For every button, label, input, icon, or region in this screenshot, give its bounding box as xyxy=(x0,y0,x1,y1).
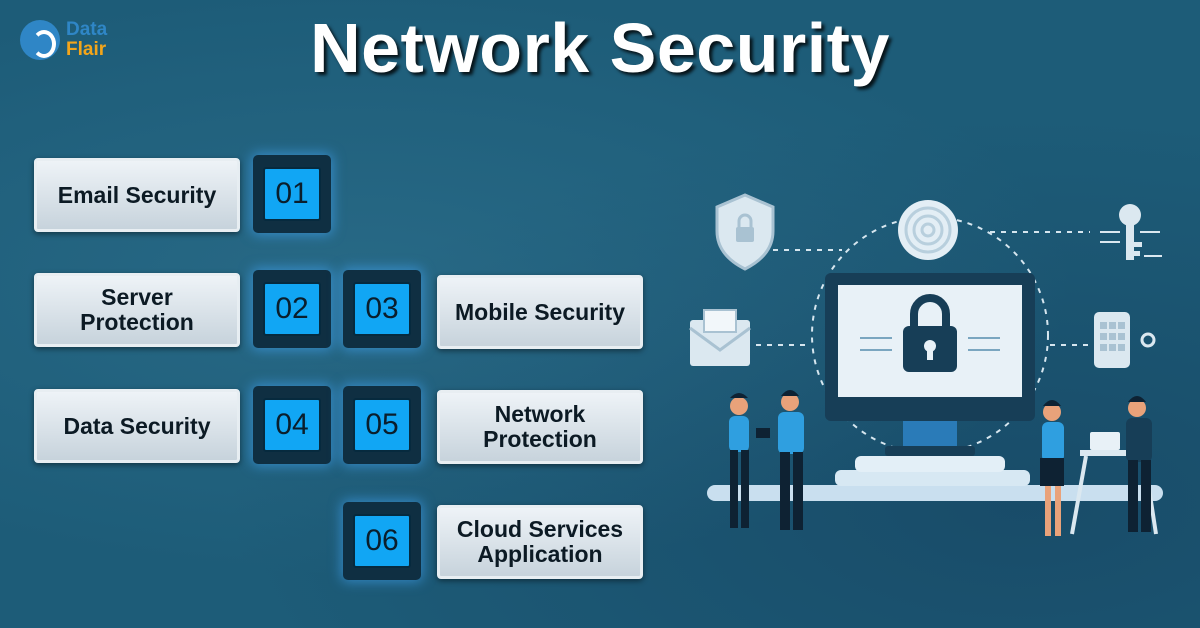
page-title: Network Security xyxy=(310,9,890,87)
number-badge-06: 06 xyxy=(343,502,421,580)
shield-icon xyxy=(715,193,775,271)
logo-text-line2: Flair xyxy=(66,39,107,60)
number-text-06: 06 xyxy=(353,514,411,568)
network-security-illustration xyxy=(689,193,1163,536)
person-woman-left xyxy=(729,393,770,528)
fingerprint-icon xyxy=(898,200,958,260)
platform-step xyxy=(835,470,1030,486)
label-server-protection: Server Protection xyxy=(34,273,240,347)
person-man-right xyxy=(1126,396,1152,532)
email-icon xyxy=(689,309,751,366)
phone-keypad-icon xyxy=(1094,312,1156,368)
platform-base xyxy=(707,485,1163,501)
label-mobile-security: Mobile Security xyxy=(437,275,643,349)
platform-top xyxy=(855,456,1005,472)
number-badge-01: 01 xyxy=(253,155,331,233)
number-text-03: 03 xyxy=(353,282,411,336)
key-icon xyxy=(1100,204,1162,260)
padlock-icon xyxy=(860,294,1000,372)
logo-mark-icon xyxy=(20,20,60,60)
number-text-04: 04 xyxy=(263,398,321,452)
number-badge-02: 02 xyxy=(253,270,331,348)
logo-text-line1: Data xyxy=(66,19,108,40)
number-badge-04: 04 xyxy=(253,386,331,464)
number-text-05: 05 xyxy=(353,398,411,452)
number-text-01: 01 xyxy=(263,167,321,221)
label-data-security: Data Security xyxy=(34,389,240,463)
person-woman-right xyxy=(1040,400,1064,536)
number-badge-03: 03 xyxy=(343,270,421,348)
connector-lines xyxy=(756,231,1090,346)
label-cloud-services-application: Cloud Services Application xyxy=(437,505,643,579)
person-man-left xyxy=(778,390,804,530)
orbit-circle xyxy=(811,216,1049,454)
label-email-security: Email Security xyxy=(34,158,240,232)
number-badge-05: 05 xyxy=(343,386,421,464)
label-network-protection: Network Protection xyxy=(437,390,643,464)
number-text-02: 02 xyxy=(263,282,321,336)
dataflair-logo: Data Flair xyxy=(18,14,148,62)
